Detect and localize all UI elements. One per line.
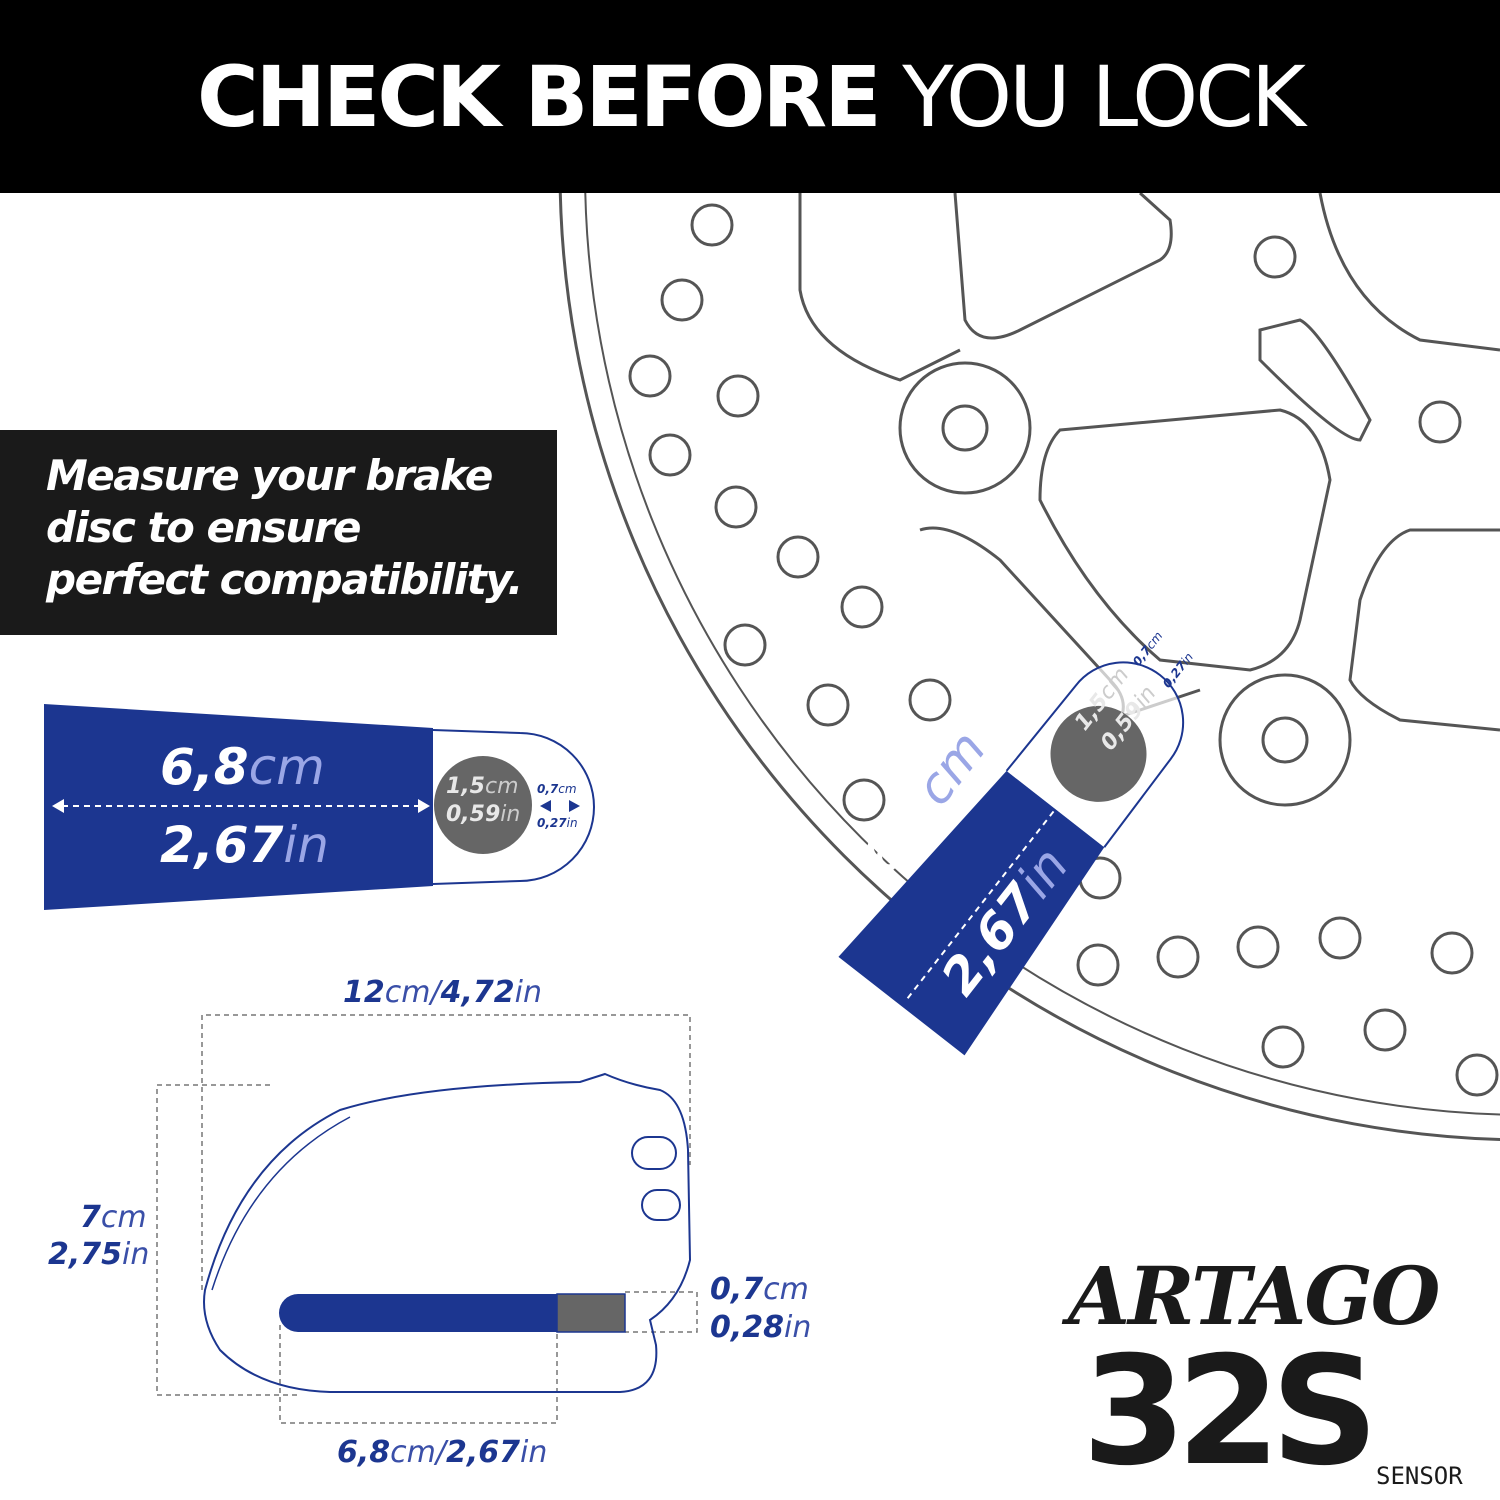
gap-cm: 0,7cm [537,782,577,796]
disc-hole [1156,935,1200,979]
disc-hole [660,278,704,322]
footprint-length-in: 2,67in [160,816,329,874]
disc-hole [723,623,767,667]
brand-logo: ARTAGO [1068,1249,1440,1343]
disc-hole [840,585,884,629]
disc-hole [1430,931,1474,975]
slot-width-in: 0,28in [710,1310,812,1345]
disc-hole [842,778,886,822]
arrow-right-icon [418,799,430,813]
disc-hole [1261,1025,1305,1069]
disc-hole [628,354,672,398]
lock-side-view [156,1014,698,1424]
disc-hole [714,485,758,529]
spoke-line [953,191,1173,340]
page-title: CHECK BEFORE YOU LOCK [197,47,1306,146]
pin-circle [434,756,532,854]
rivet-inner [1261,716,1309,764]
disc-hole [806,683,850,727]
pin-diameter-in: 0,59in [446,802,521,827]
disc-hole [1076,943,1120,987]
header-banner: CHECK BEFORE YOU LOCK [0,0,1500,193]
lock-depth-label: 6,8cm/2,67in [337,1435,548,1470]
rivet-outer [898,361,1032,495]
disc-hole [776,535,820,579]
arrow-left-icon [540,800,551,812]
model-logo: 32S [1082,1325,1379,1499]
lock-height-cm: 7cm [80,1200,147,1235]
disc-hole [716,374,760,418]
spoke-line [798,193,961,382]
disc-holes [628,203,1499,1097]
spoke-line [1348,528,1500,732]
footprint-diagram [44,704,595,910]
arrow-left-icon [52,799,64,813]
disc-hole [648,433,692,477]
disc-hole [908,678,952,722]
pin-diameter-cm: 1,5cm [446,774,519,799]
disc-hole [1318,916,1362,960]
rivet-outer [1218,673,1352,807]
disc-hole [1418,400,1462,444]
disc-hole [1253,235,1297,279]
hub-cutout [1038,408,1332,672]
model-subtitle: SENSOR [1376,1462,1463,1490]
disc-hole [690,203,734,247]
measure-note-box [0,430,557,635]
disc-hole [1363,1008,1407,1052]
rivet-inner [941,404,989,452]
gap-in: 0,27in [537,816,578,830]
arrow-right-icon [569,800,580,812]
lock-height-in: 2,75in [48,1237,150,1272]
spoke-line [1318,192,1500,352]
disc-hole [1236,925,1280,969]
disc-hole [1455,1053,1499,1097]
slot-width-cm: 0,7cm [710,1272,809,1307]
footprint-length-cm: 6,8cm [160,738,325,796]
lock-width-label: 12cm/4,72in [343,975,542,1010]
footprint-on-disc [838,661,1185,1056]
spoke-slot [1258,318,1372,442]
